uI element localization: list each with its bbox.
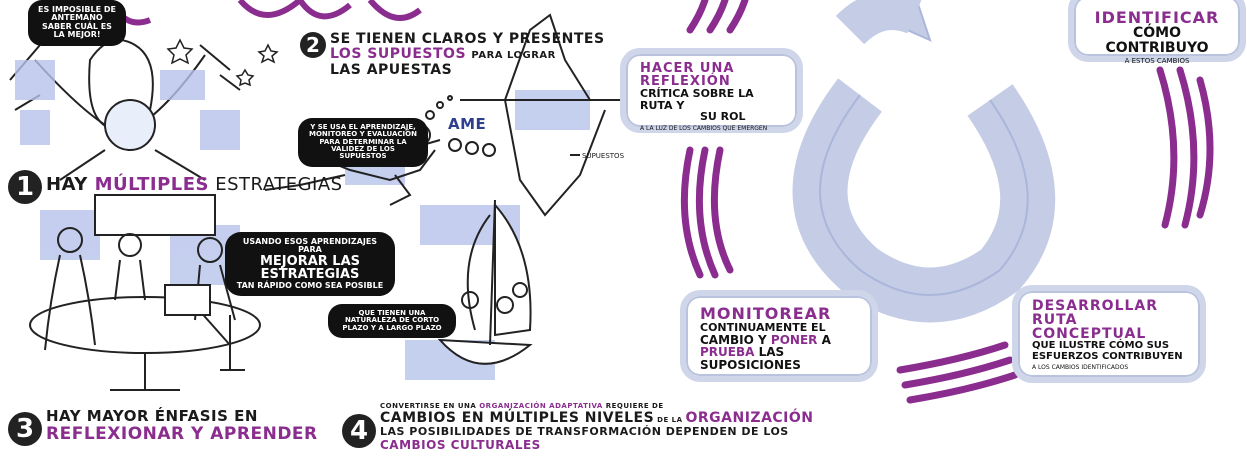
card-identificar: IDENTIFICAR CÓMO CONTRIBUYO A ESTOS CAMB… [1068,0,1246,66]
point-1-text-a: HAY [46,174,95,195]
monitorear-line-2d: a [817,332,831,347]
point-4-number: 4 [342,414,376,448]
point-4-line-4: CAMBIOS CULTURALES [380,437,541,452]
diver-speech-text: Y SE USA EL APRENDIZAJE, MONITOREO Y EVA… [309,123,417,161]
hacer-title: HACER una REFLEXIÓN [640,61,735,89]
point-2-heading: SE TIENEN CLAROS Y PRESENTES LOS SUPUEST… [330,31,605,78]
desarrollar-line-2: ESFUERZOS CONTRIBUYEN [1032,350,1183,362]
point-1-text-b: MÚLTIPLES [94,174,209,195]
learning-line-2: MEJORAR LAS ESTRATEGIAS [259,253,361,283]
point-1-text-c: ESTRATEGIAS [209,174,343,195]
hacer-line-2: SU ROL [700,110,746,124]
monitorear-line-2a: CAMBIO [700,332,754,347]
boat-speech-text: QUE TIENEN UNA NATURALEZA de corto plazo… [342,309,442,332]
point-4-line-2d: ORGANIZACIÓN [685,410,814,427]
monitorear-line-3a: PRUEBA [700,345,755,360]
point-2-line-3: LAS APUESTAS [330,61,453,78]
monitorear-title: MONITOREAR [700,304,832,323]
point-2-number: 2 [300,32,326,58]
point-4-line-2c: de la [654,416,686,425]
point-4-line-2a: CAMBIOS en [380,410,490,427]
point-1-number: 1 [8,170,42,204]
point-3-line-1: HAY MAYOR ÉNFASIS en [46,407,258,425]
identificar-title: IDENTIFICAR [1094,8,1220,27]
supuestos-label: SUPUESTOS [582,152,625,160]
identificar-line: CÓMO CONTRIBUYO [1105,25,1209,56]
point-3-heading: HAY MAYOR ÉNFASIS en REFLEXIONAR Y APREN… [46,408,318,443]
point-1-heading: HAY MÚLTIPLES ESTRATEGIAS [46,174,343,195]
point-3-line-2: REFLEXIONAR Y APRENDER [46,423,318,444]
card-desarrollar: DESARROLLAR RUTA CONCEPTUAL QUE ILUSTRE … [1012,285,1206,383]
learning-speech-bubble: USANDO ESOS APRENDIZAJES PARA MEJORAR LA… [225,232,395,297]
monitorear-line-2b: y [753,332,771,347]
boat-speech-bubble: QUE TIENEN UNA NATURALEZA de corto plazo… [328,304,456,339]
point-2-line-2a: LOS SUPUESTOS [330,46,467,63]
card-monitorear: MONITOREAR CONTINUAMENTE el CAMBIO y PON… [680,290,878,382]
desarrollar-title-1: DESARROLLAR [1032,298,1159,314]
point-2-line-1: SE TIENEN CLAROS Y PRESENTES [330,31,605,47]
monitorear-line-2c: PONER [770,332,818,347]
point-4-heading: CONVERTIRSE EN UNA ORGANIZACIÓN ADAPTATI… [380,402,814,453]
ame-label: AME [448,115,487,133]
point-4-line-1b: ORGANIZACIÓN ADAPTATIVA [479,402,603,410]
diver-speech-bubble: Y SE USA EL APRENDIZAJE, MONITOREO Y EVA… [298,118,428,167]
point-4-line-1c: REQUIERE DE [602,402,664,410]
card-hacer-reflexion: HACER una REFLEXIÓN CRÍTICA SOBRE LA RUT… [620,48,803,133]
point-4-line-1a: CONVERTIRSE EN UNA [380,402,480,410]
crystal-ball-speech-text: ES IMPOSIBLE DE ANTEMANO SABER CUÁL ES L… [38,5,116,40]
crystal-ball-speech-bubble: ES IMPOSIBLE DE ANTEMANO SABER CUÁL ES L… [28,0,126,46]
point-3-number: 3 [8,412,42,446]
monitorear-line-1: CONTINUAMENTE el [700,321,826,334]
desarrollar-title-2: RUTA CONCEPTUAL [1032,312,1147,342]
point-4-line-2b: MÚLTIPLES NIVELES [489,410,655,427]
learning-line-1: USANDO ESOS APRENDIZAJES PARA [242,237,378,255]
identificar-small: A ESTOS CAMBIOS [1124,57,1190,66]
desarrollar-line-1: QUE ILUSTRE CÓMO SUS [1032,340,1170,351]
hacer-small: A LA LUZ DE LOS CAMBIOS QUE EMERGEN [640,124,768,132]
learning-line-3: TAN RÁPIDO COMO SEA POSIBLE [236,281,384,291]
point-4-line-3: LAS POSIBILIDADES de TRANSFORMACIÓN depe… [380,425,789,439]
point-2-line-2b: para LOGRAR [471,50,556,62]
desarrollar-small: A LOS CAMBIOS IDENTIFICADOS [1032,364,1129,371]
hacer-line-1: CRÍTICA SOBRE LA RUTA Y [640,87,754,112]
monitorear-line-3b: las SUPOSICIONES [700,345,801,372]
